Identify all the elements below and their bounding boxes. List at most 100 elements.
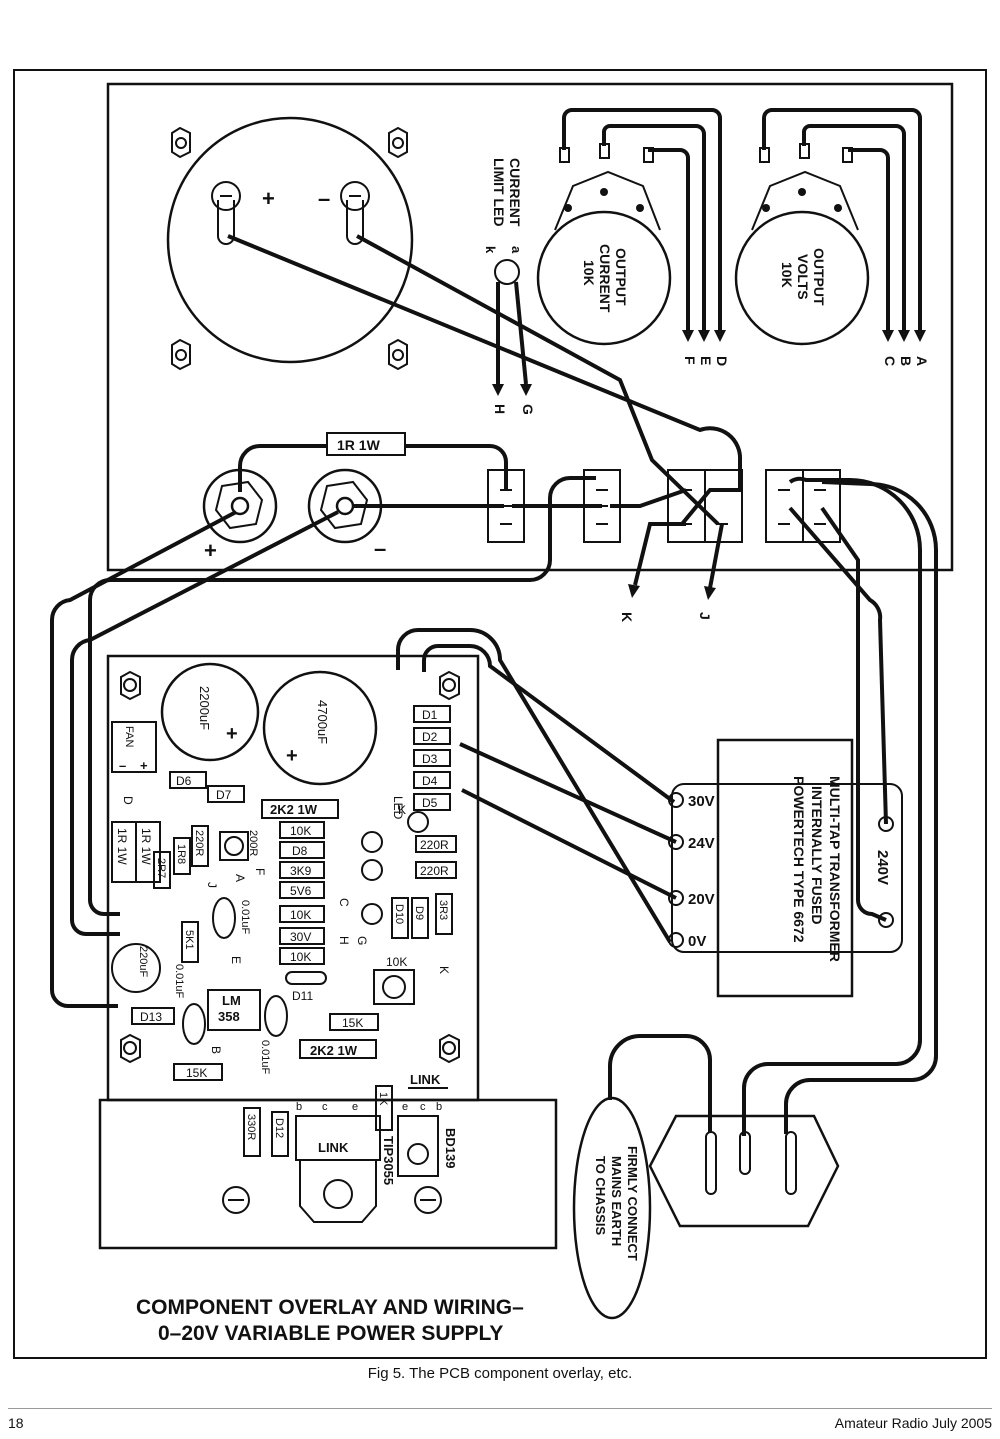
current-limit-led-label-1: CURRENT [507, 158, 523, 227]
diode-d8: D8 [292, 844, 308, 858]
resistor-3r3: 3R3 [437, 900, 449, 920]
pcb-letter-g: G [355, 936, 369, 945]
pcb-led-label: LED [391, 796, 405, 820]
meter-terminal-minus [340, 181, 370, 245]
pot-letter-e: E [698, 356, 714, 365]
mains-240v: 240V [874, 850, 891, 885]
bd-pin-e: e [402, 1101, 408, 1113]
fan-connector [111, 721, 157, 773]
resistor-1k: 1K [377, 1092, 389, 1106]
pot-letter-b: B [898, 356, 914, 366]
svg-text:LM: LM [222, 993, 241, 1008]
pcb-letter-h: H [337, 936, 351, 945]
resistor-220r-a: 220R [420, 838, 449, 852]
terminal-plus-label: + [204, 538, 217, 563]
svg-text:+: + [226, 723, 238, 745]
output-volts-label-2: VOLTS [795, 254, 811, 300]
trim-pot-10k: 10K [386, 955, 407, 969]
resistor-10k-b: 10K [290, 908, 311, 922]
wiring [49, 476, 938, 1136]
transformer: POWERTECH TYPE 6672 INTERNALLY FUSED MUL… [668, 738, 903, 998]
bd-pin-b: b [436, 1101, 442, 1113]
meter-plus-label: + [262, 186, 275, 211]
resistor-2r7: 2R7 [155, 858, 167, 878]
resistor-1r-a: 1R 1W [115, 828, 129, 865]
pot-letter-c: C [882, 356, 898, 366]
diode-d9: D9 [413, 906, 425, 920]
fan-minus: – [119, 758, 126, 773]
resistor-330r: 330R [245, 1114, 257, 1140]
pcb-letter-j: J [205, 882, 219, 888]
cap-4700uf-label: 4700uF [315, 700, 330, 744]
meter [166, 116, 414, 364]
zener-5v6: 5V6 [290, 884, 312, 898]
pot-letter-d: D [714, 356, 730, 366]
diode-d1: D1 [422, 708, 438, 722]
output-current-label-1: OUTPUT [613, 248, 629, 306]
pcb-letter-c: C [337, 898, 351, 907]
transformer-title-2: INTERNALLY FUSED [809, 786, 825, 924]
diode-d11: D11 [292, 989, 313, 1003]
tap-0v: 0V [688, 933, 706, 950]
led-wire-letter-g: G [520, 404, 536, 415]
pcb-letter-d: D [121, 796, 135, 805]
tip-pin-c: c [322, 1101, 328, 1113]
output-volts-pot [734, 210, 870, 346]
outer-frame [13, 69, 987, 1359]
current-limit-led-label-2: LIMIT LED [491, 158, 507, 226]
pcb-letter-a: A [233, 874, 247, 882]
resistor-5k1: 5K1 [183, 930, 195, 950]
fan-plus: + [140, 758, 148, 773]
diode-d10: D10 [393, 904, 405, 924]
mount-nut [171, 338, 191, 371]
transformer-title-1: POWERTECH TYPE 6672 [791, 776, 807, 943]
pcb-letter-e: E [229, 956, 243, 964]
heatsink-link-label: LINK [318, 1140, 349, 1155]
resistor-15k-b: 15K [186, 1066, 207, 1080]
tip-pin-e: e [352, 1101, 358, 1113]
cap-220uf [111, 943, 161, 993]
pot-letter-f: F [682, 356, 698, 365]
diode-d7: D7 [216, 788, 232, 802]
switch-letter-j: J [697, 612, 713, 620]
transformer-title-3: MULTI-TAP TRANSFORMER [827, 776, 843, 962]
diode-d3: D3 [422, 752, 438, 766]
terminal-minus-label: – [374, 536, 386, 561]
output-volts-label-3: 10K [779, 262, 795, 288]
resistor-220r-b: 220R [420, 864, 449, 878]
diode-d2: D2 [422, 730, 438, 744]
mount-nut [388, 338, 408, 371]
led-pin-k: k [483, 246, 498, 254]
bd-pin-c: c [420, 1101, 426, 1113]
pcb-link-label: LINK [410, 1072, 441, 1087]
tap-20v: 20V [688, 891, 715, 908]
diode-d12: D12 [273, 1118, 285, 1138]
front-panel: + – CURRENT LIMIT LED a k OUTPUT CURRENT… [106, 82, 954, 622]
resistor-2k2-bottom: 2K2 1W [310, 1043, 358, 1058]
resistor-10k-a: 10K [290, 824, 311, 838]
mains-note-3: TO CHASSIS [593, 1156, 608, 1236]
resistor-15k-a: 15K [342, 1016, 363, 1030]
pcb-letter-b: B [209, 1046, 223, 1054]
footer-rule [8, 1408, 992, 1409]
resistor-200r: 200R [247, 830, 259, 856]
output-volts-label-1: OUTPUT [811, 248, 827, 306]
output-current-pot [536, 210, 672, 346]
diode-d6: D6 [176, 774, 192, 788]
publication-footer: Amateur Radio July 2005 [834, 1415, 992, 1431]
mains-note-1: FIRMLY CONNECT [625, 1146, 640, 1261]
cap-001-a: 0.01uF [239, 900, 251, 935]
cap-001-c: 0.01uF [259, 1040, 271, 1075]
diode-d13: D13 [140, 1010, 162, 1024]
pcb-letter-k: K [437, 966, 451, 974]
resistor-1r8: 1R8 [175, 844, 187, 864]
switch-letter-k: K [619, 612, 635, 622]
cap-001-b: 0.01uF [173, 964, 185, 999]
diagram-title-line1: COMPONENT OVERLAY AND WIRING– [136, 1296, 524, 1319]
tip-pin-b: b [296, 1101, 302, 1113]
shunt-resistor-label: 1R 1W [337, 437, 381, 453]
tip3055-label: TIP3055 [381, 1136, 396, 1185]
mount-nut [388, 126, 408, 159]
cap-220uf-label: 220uF [137, 946, 149, 977]
